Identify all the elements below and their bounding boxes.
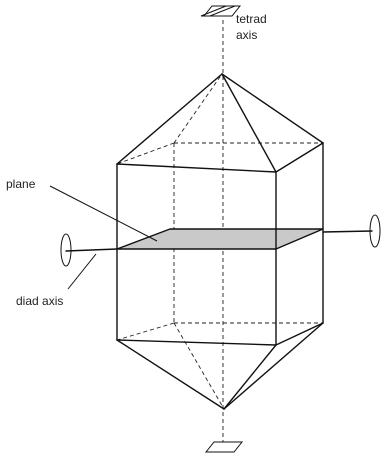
diad-axis-label: diad axis bbox=[16, 294, 63, 308]
tetrad-axis-bottom-symbol bbox=[204, 441, 244, 453]
symmetry-plane bbox=[116, 228, 324, 250]
diad-axis-left-segment bbox=[65, 248, 118, 252]
plane-label: plane bbox=[6, 177, 36, 191]
diad-axis-right-segment bbox=[322, 230, 373, 233]
diad-axis-leader-line bbox=[67, 253, 97, 290]
visible-edges bbox=[116, 73, 324, 410]
diad-axis bbox=[60, 214, 381, 267]
tetrad-axis-label-line1: tetrad bbox=[236, 12, 267, 26]
plane-leader-line bbox=[49, 185, 158, 242]
tetrad-axis-top-symbol bbox=[202, 5, 242, 17]
diad-axis-left-marker bbox=[60, 233, 72, 267]
tetrad-axis-top-marker bbox=[200, 5, 236, 17]
tetrad-axis-label-line2: axis bbox=[236, 28, 257, 42]
hidden-edges bbox=[116, 73, 323, 410]
diad-axis-right-marker bbox=[369, 214, 381, 248]
